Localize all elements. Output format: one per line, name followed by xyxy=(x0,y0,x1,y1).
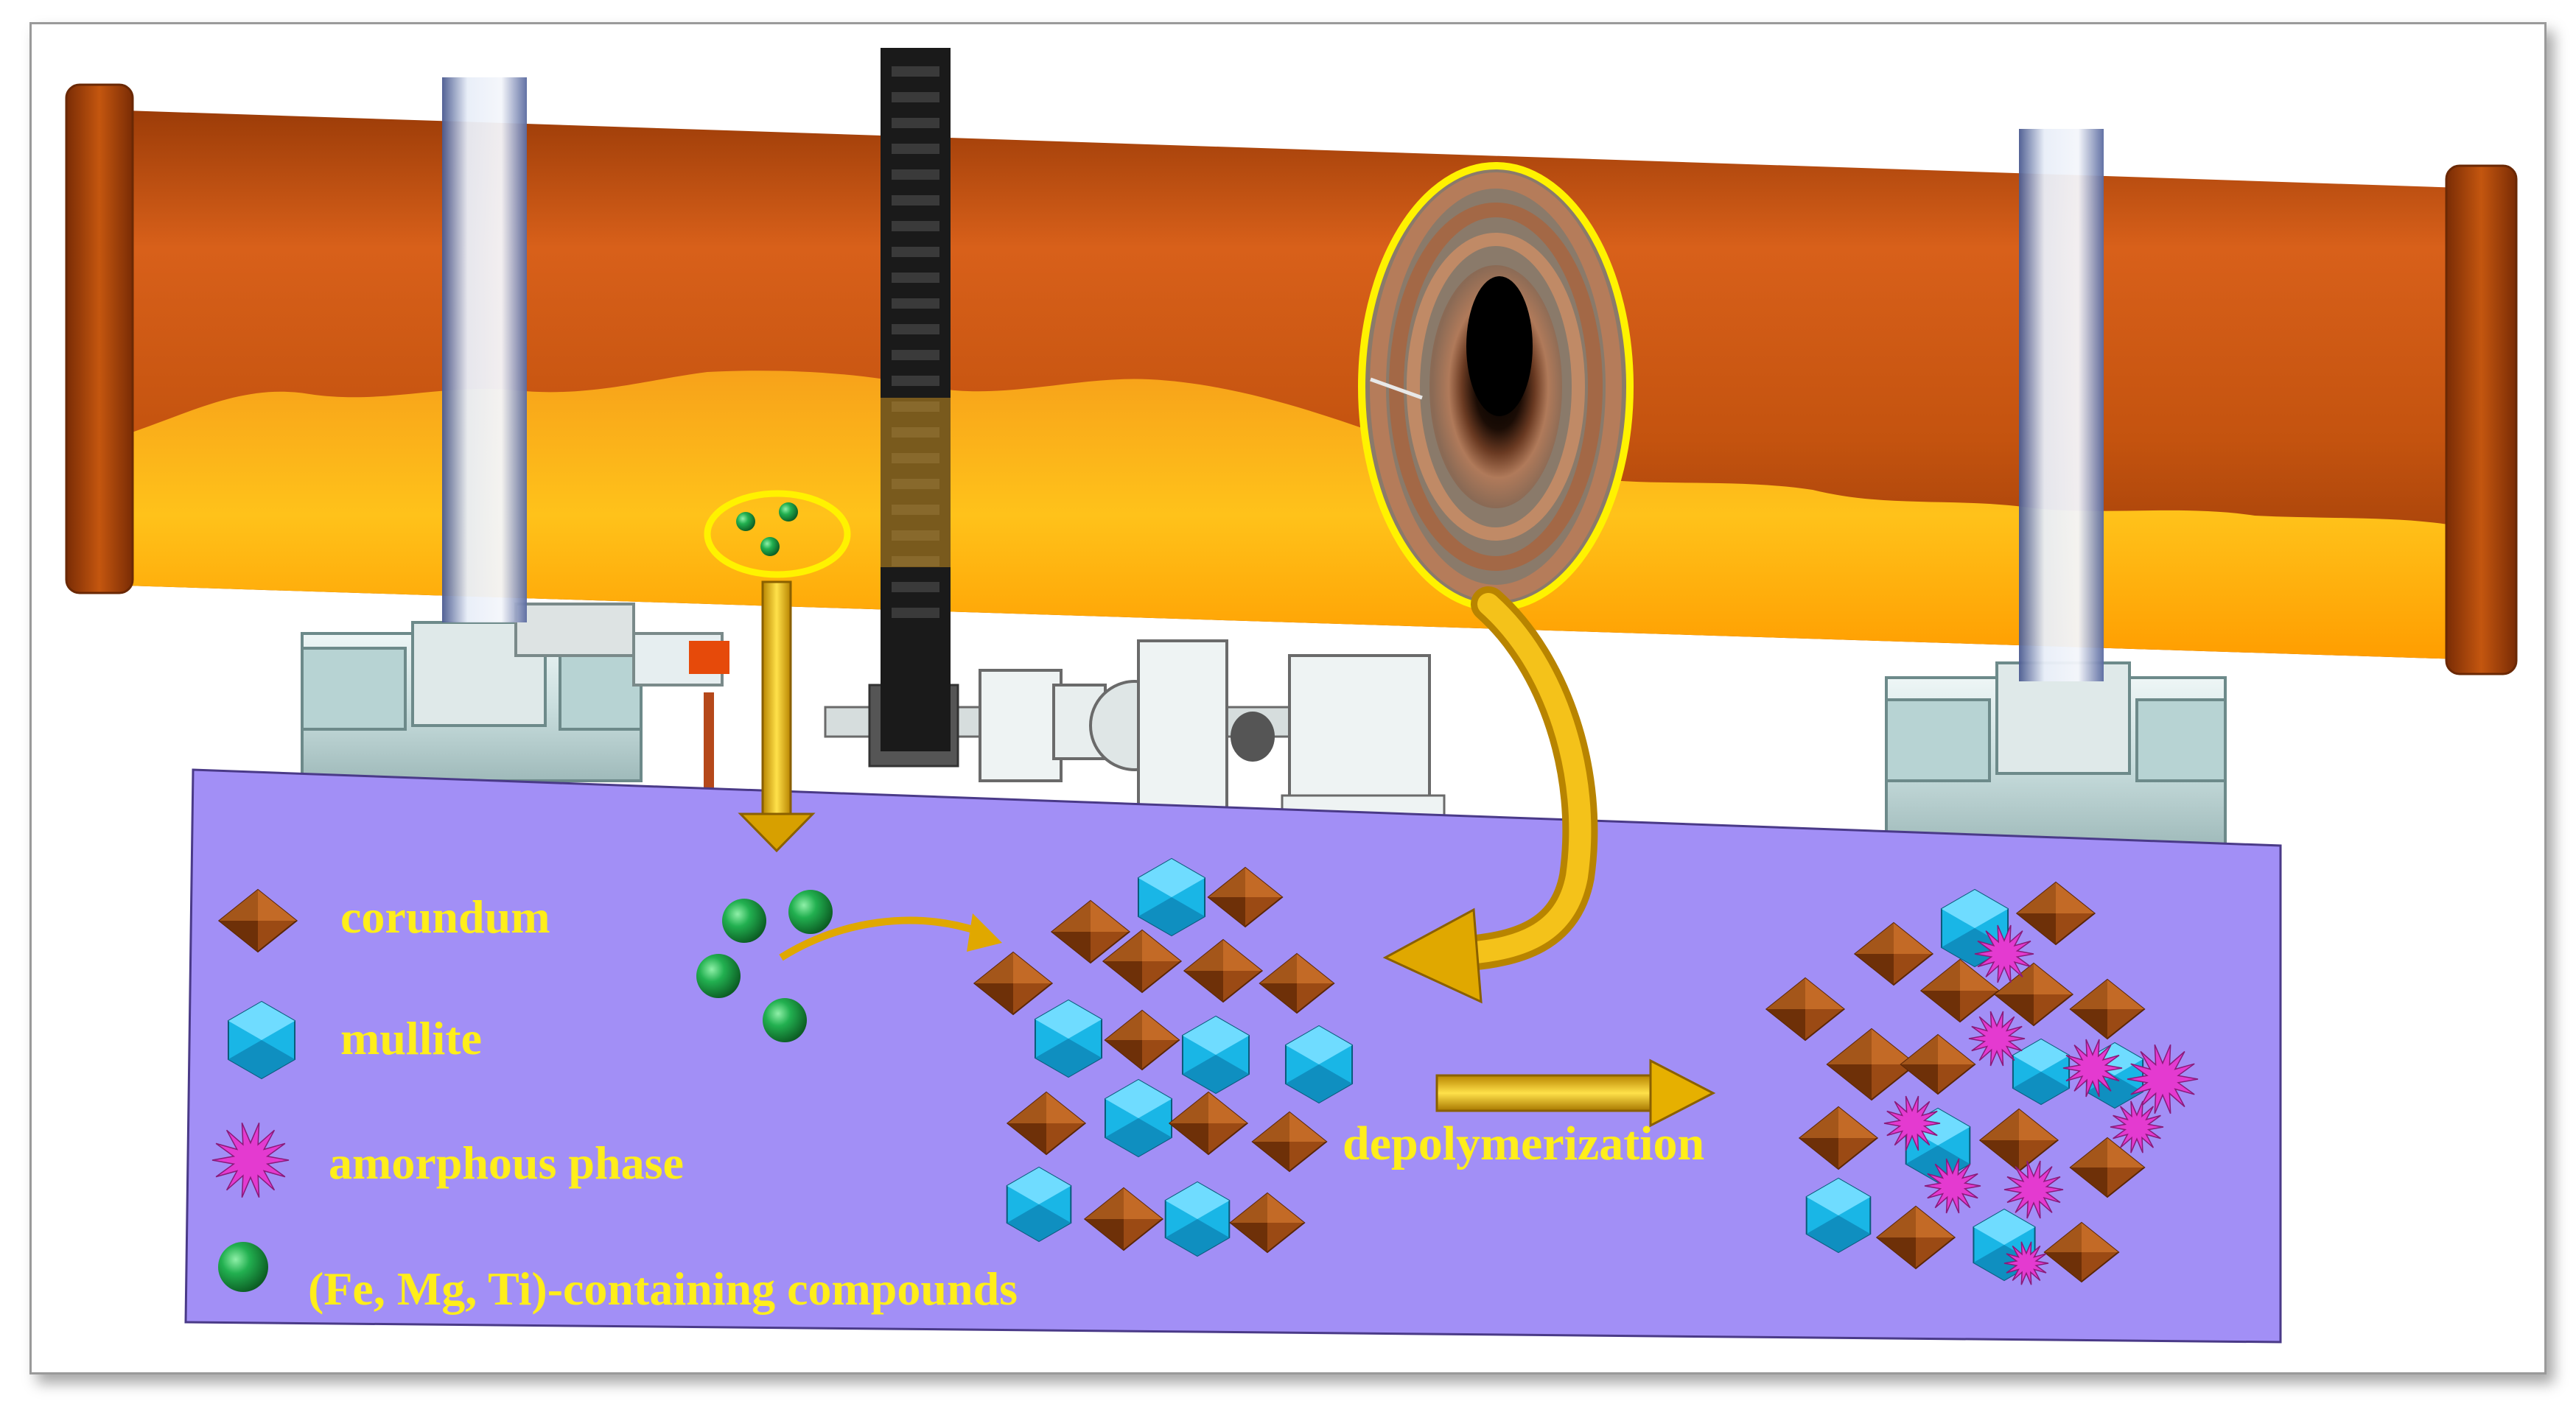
corundum-crystal xyxy=(1168,1091,1249,1156)
green-particles xyxy=(696,890,833,1042)
mullite-crystal xyxy=(227,1000,296,1080)
crystal-cluster-after xyxy=(1765,881,2199,1285)
legend-icons xyxy=(211,888,298,1292)
corundum-crystal xyxy=(1798,1106,1879,1170)
down-arrow xyxy=(738,580,816,853)
process-label-depolymerization: depolymerization xyxy=(1343,1117,1705,1170)
corundum-crystal xyxy=(1006,1091,1087,1156)
mullite-crystal xyxy=(1137,857,1206,937)
corundum-crystal xyxy=(1900,1033,1976,1095)
corundum-crystal xyxy=(217,888,298,953)
corundum-crystal xyxy=(1826,1028,1917,1101)
mullite-crystal xyxy=(1181,1015,1250,1095)
crystal-cluster-before xyxy=(973,857,1354,1257)
mullite-crystal xyxy=(2012,1038,2071,1106)
amorphous-particle xyxy=(1974,924,2034,983)
amorphous-particle xyxy=(2003,1241,2049,1285)
amorphous-particle xyxy=(1968,1011,2026,1067)
particle-highlight xyxy=(704,490,851,578)
corundum-crystal xyxy=(2015,881,2096,946)
depolymerization-arrow xyxy=(1435,1058,1716,1128)
amorphous-particle xyxy=(2127,1044,2199,1114)
mullite-crystal xyxy=(1104,1078,1173,1158)
amorphous-particle xyxy=(211,1123,290,1198)
compound-particle xyxy=(218,1242,268,1292)
corundum-crystal xyxy=(1259,952,1335,1014)
corundum-crystal xyxy=(1050,899,1131,964)
corundum-crystal xyxy=(2069,1137,2146,1198)
amorphous-particle xyxy=(2062,1039,2123,1098)
legend-label-mullite: mullite xyxy=(340,1012,482,1064)
legend-label-compounds: (Fe, Mg, Ti)-containing compounds xyxy=(308,1263,1018,1315)
amorphous-particle xyxy=(2110,1100,2164,1154)
mullite-crystal xyxy=(1284,1025,1354,1104)
corundum-crystal xyxy=(1207,866,1284,928)
corundum-crystal xyxy=(1083,1187,1164,1251)
legend-label-corundum: corundum xyxy=(340,891,550,943)
corundum-crystal xyxy=(1229,1192,1306,1254)
curved-arrow xyxy=(1382,586,1598,1004)
amorphous-particle xyxy=(1924,1158,1981,1214)
corundum-crystal xyxy=(1919,958,2001,1023)
mullite-crystal xyxy=(1805,1177,1872,1254)
mullite-crystal xyxy=(1164,1181,1231,1257)
corundum-crystal xyxy=(1978,1108,2059,1173)
corundum-crystal xyxy=(1853,921,1934,986)
corundum-crystal xyxy=(1183,938,1264,1003)
legend-label-amorphous: amorphous phase xyxy=(329,1137,684,1189)
rotary-kiln xyxy=(65,48,2518,751)
corundum-crystal xyxy=(1102,929,1183,994)
corundum-crystal xyxy=(973,951,1054,1016)
corundum-crystal xyxy=(2043,1221,2120,1283)
corundum-crystal xyxy=(1765,977,1846,1042)
corundum-crystal xyxy=(2069,978,2146,1040)
mullite-crystal xyxy=(1006,1166,1072,1243)
corundum-crystal xyxy=(1104,1009,1180,1071)
thin-arrow xyxy=(779,913,1002,961)
mullite-crystal xyxy=(1034,999,1103,1078)
corundum-crystal xyxy=(1875,1205,1956,1270)
corundum-crystal xyxy=(1993,962,2074,1027)
amorphous-particle xyxy=(1883,1095,1941,1151)
amorphous-particle xyxy=(2003,1160,2064,1219)
refractory-lining-photo xyxy=(1358,162,1634,611)
corundum-crystal xyxy=(1251,1111,1328,1173)
